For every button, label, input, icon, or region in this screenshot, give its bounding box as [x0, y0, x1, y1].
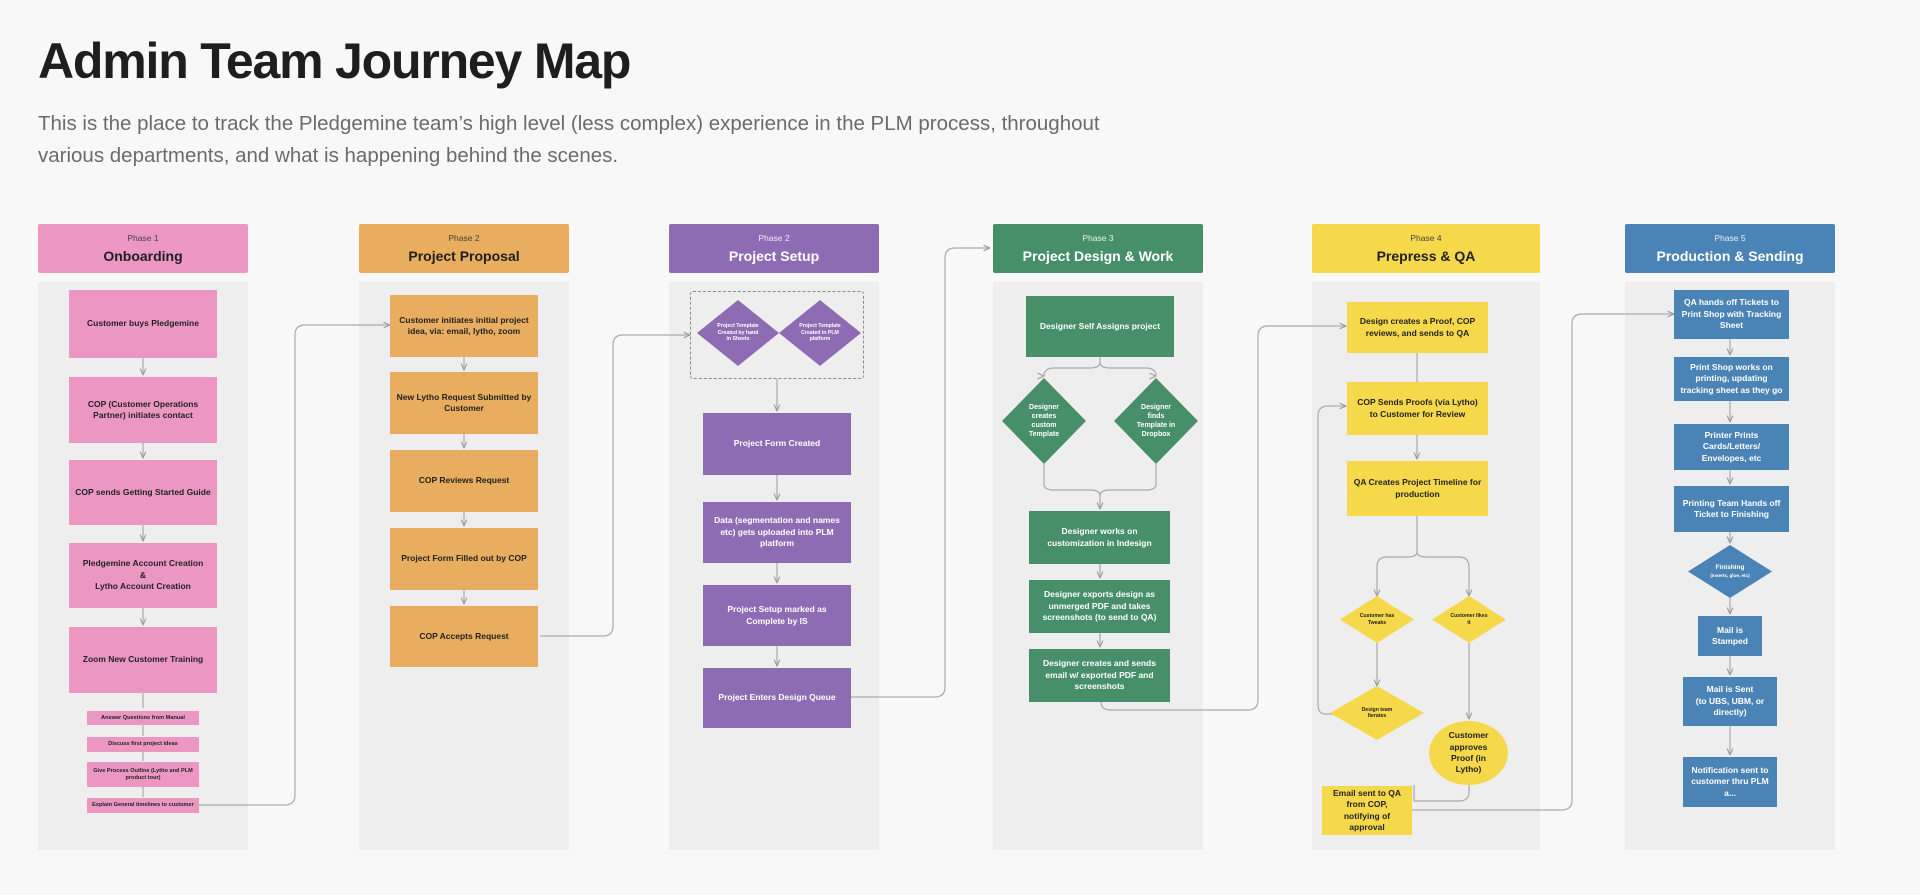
onboarding-substep[interactable]: Explain General timelines to customer	[87, 798, 199, 813]
phase-name: Production & Sending	[1656, 248, 1804, 264]
finishing-note: (inserts, glue, etc)	[1710, 572, 1750, 578]
diamond-shape	[779, 300, 861, 366]
phase-header-project-proposal: Phase 2 Project Proposal	[359, 224, 569, 273]
connector-design-branch-left	[1044, 357, 1101, 376]
proposal-step[interactable]: Project Form Filled out by COP	[390, 528, 538, 590]
diamond-label: Project Template Created by hand in Shee…	[717, 323, 759, 343]
connector-prepress-to-production	[1412, 314, 1674, 811]
connector-prepress-3b	[1416, 551, 1469, 596]
design-step[interactable]: Designer creates and sends email w/ expo…	[1029, 649, 1170, 702]
prepress-decision-diamond[interactable]: Customer likes it	[1432, 596, 1506, 643]
prepress-step[interactable]: Design creates a Proof, COP reviews, and…	[1347, 302, 1488, 353]
design-option-diamond[interactable]: Designer creates custom Template	[1002, 378, 1086, 464]
setup-step[interactable]: Project Setup marked as Complete by IS	[703, 585, 851, 646]
connector-prepress-iterate-loop	[1317, 406, 1360, 715]
diamond-label: Project Template Created in PLM platform	[799, 323, 841, 343]
diamond-shape	[1114, 378, 1198, 464]
onboarding-step[interactable]: Pledgemine Account Creation & Lytho Acco…	[69, 543, 217, 608]
phase-name: Project Proposal	[408, 248, 520, 264]
phase-name: Project Design & Work	[1022, 248, 1174, 264]
prepress-decision-diamond[interactable]: Customer has Tweaks	[1340, 596, 1414, 643]
design-step[interactable]: Designer exports design as unmerged PDF …	[1029, 580, 1170, 633]
connector-prepress-approve	[1413, 785, 1470, 802]
diamond-shape	[1002, 378, 1086, 464]
connector-onboarding-to-proposal	[199, 325, 390, 806]
onboarding-step[interactable]: Zoom New Customer Training	[69, 627, 217, 693]
diamond-shape	[697, 300, 779, 366]
phase-number: Phase 2	[448, 233, 480, 243]
design-assign-step[interactable]: Designer Self Assigns project	[1026, 296, 1174, 357]
template-options-group	[690, 291, 864, 379]
phase-number: Phase 4	[1410, 233, 1442, 243]
connector-proposal-to-setup	[540, 335, 690, 637]
lane-project-design	[993, 282, 1203, 850]
diamond-shape	[1340, 596, 1414, 643]
production-step[interactable]: Print Shop works on printing, updating t…	[1674, 357, 1789, 401]
design-step[interactable]: Designer works on customization in Indes…	[1029, 511, 1170, 564]
proposal-step[interactable]: Customer initiates initial project idea,…	[390, 295, 538, 357]
onboarding-substep[interactable]: Give Process Outline (Lytho and PLM prod…	[87, 762, 199, 787]
prepress-notify-step[interactable]: Email sent to QA from COP, notifying of …	[1322, 786, 1412, 835]
production-finishing-diamond[interactable]: Finishing (inserts, glue, etc)	[1688, 545, 1772, 598]
diamond-label: Designer creates custom Template	[1028, 403, 1060, 439]
production-step[interactable]: Notification sent to customer thru PLM a…	[1683, 757, 1777, 807]
production-step[interactable]: Printer Prints Cards/Letters/ Envelopes,…	[1674, 424, 1789, 470]
setup-template-diamond[interactable]: Project Template Created by hand in Shee…	[697, 300, 779, 366]
proposal-step[interactable]: COP Reviews Request	[390, 450, 538, 512]
phase-name: Prepress & QA	[1376, 248, 1476, 264]
phase-header-production: Phase 5 Production & Sending	[1625, 224, 1835, 273]
setup-step[interactable]: Data (segmentation and names etc) gets u…	[703, 502, 851, 563]
phase-name: Project Setup	[728, 248, 820, 264]
phase-header-project-setup: Phase 2 Project Setup	[669, 224, 879, 273]
onboarding-step[interactable]: COP (Customer Operations Partner) initia…	[69, 377, 217, 443]
diamond-label: Designer finds Template in Dropbox	[1136, 403, 1176, 439]
setup-step[interactable]: Project Enters Design Queue	[703, 668, 851, 728]
prepress-step[interactable]: QA Creates Project Timeline for producti…	[1347, 461, 1488, 516]
diamond-shape	[1330, 686, 1424, 740]
phase-name: Onboarding	[103, 248, 183, 264]
connector-design-to-prepress	[1100, 326, 1346, 711]
production-step[interactable]: QA hands off Tickets to Print Shop with …	[1674, 290, 1789, 339]
phase-header-project-design: Phase 3 Project Design & Work	[993, 224, 1203, 273]
onboarding-substep[interactable]: Answer Questions from Manual	[87, 711, 199, 725]
phase-header-prepress-qa: Phase 4 Prepress & QA	[1312, 224, 1540, 273]
phase-header-onboarding: Phase 1 Onboarding	[38, 224, 248, 273]
diamond-shape	[1688, 545, 1772, 598]
production-step[interactable]: Mail is Stamped	[1698, 616, 1762, 656]
production-step[interactable]: Mail is Sent (to UBS, UBM, or directly)	[1683, 677, 1777, 726]
phase-number: Phase 1	[127, 233, 159, 243]
connector-prepress-3	[1377, 516, 1418, 596]
page-description: This is the place to track the Pledgemin…	[38, 112, 1100, 167]
connector-design-merge-left	[1043, 464, 1100, 509]
proposal-step[interactable]: COP Accepts Request	[390, 606, 538, 667]
production-step[interactable]: Printing Team Hands off Ticket to Finish…	[1674, 486, 1789, 532]
onboarding-substep[interactable]: Discuss first project ideas	[87, 737, 199, 752]
phase-number: Phase 3	[1082, 233, 1114, 243]
onboarding-step[interactable]: COP sends Getting Started Guide	[69, 460, 217, 525]
finishing-label: Finishing	[1715, 564, 1745, 572]
prepress-approve-circle[interactable]: Customer approves Proof (in Lytho)	[1429, 721, 1508, 785]
page-title: Admin Team Journey Map	[38, 33, 631, 89]
prepress-step[interactable]: COP Sends Proofs (via Lytho) to Customer…	[1347, 382, 1488, 435]
connector-design-merge-right	[1099, 464, 1157, 497]
connector-setup-to-design	[851, 248, 990, 698]
setup-step[interactable]: Project Form Created	[703, 413, 851, 475]
prepress-iterate-diamond[interactable]: Design team Iterates	[1330, 686, 1424, 740]
setup-template-diamond[interactable]: Project Template Created in PLM platform	[779, 300, 861, 366]
connector-design-branch-right	[1099, 361, 1156, 376]
diamond-label: Design team Iterates	[1361, 706, 1393, 720]
diamond-label: Finishing (inserts, glue, etc)	[1706, 545, 1753, 598]
diamond-shape	[1432, 596, 1506, 643]
lane-project-setup	[669, 282, 879, 850]
proposal-step[interactable]: New Lytho Request Submitted by Customer	[390, 372, 538, 434]
onboarding-step[interactable]: Customer buys Pledgemine	[69, 290, 217, 358]
diamond-label: Customer has Tweaks	[1359, 613, 1395, 626]
design-option-diamond[interactable]: Designer finds Template in Dropbox	[1114, 378, 1198, 464]
phase-number: Phase 5	[1714, 233, 1746, 243]
diamond-label: Customer likes it	[1450, 613, 1488, 626]
phase-number: Phase 2	[758, 233, 790, 243]
